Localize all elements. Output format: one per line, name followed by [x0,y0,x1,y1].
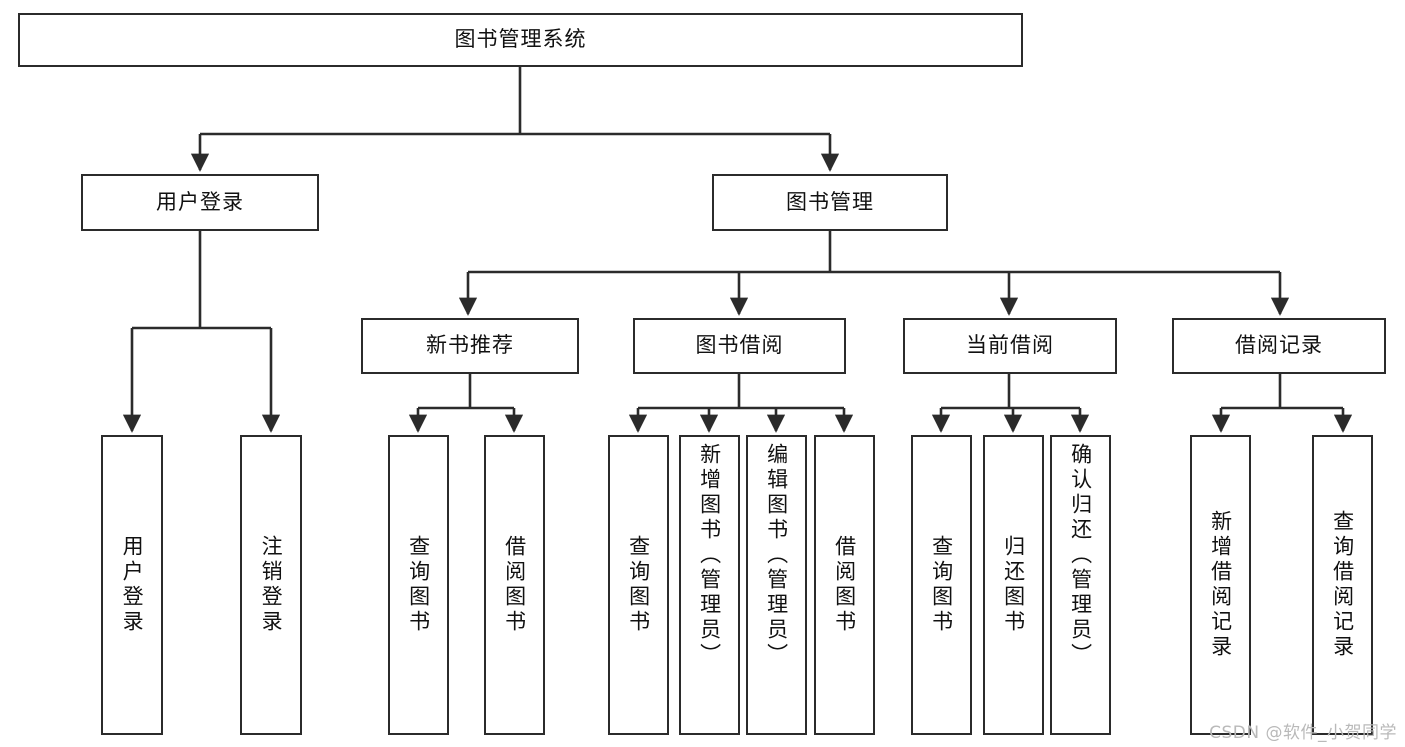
node-book-management[interactable]: 图书管理 [712,174,948,231]
node-current-borrow[interactable]: 当前借阅 [903,318,1117,374]
node-leaf-query-book-3[interactable]: 查询图书 [911,435,972,735]
node-leaf-query-book-2[interactable]: 查询图书 [608,435,669,735]
node-leaf-borrow-book-1[interactable]: 借阅图书 [484,435,545,735]
node-leaf-return-book[interactable]: 归还图书 [983,435,1044,735]
node-book-borrow[interactable]: 图书借阅 [633,318,846,374]
node-user-login[interactable]: 用户登录 [81,174,319,231]
node-leaf-borrow-book-2[interactable]: 借阅图书 [814,435,875,735]
node-borrow-record[interactable]: 借阅记录 [1172,318,1386,374]
node-leaf-logout[interactable]: 注销登录 [240,435,302,735]
node-leaf-add-book-admin[interactable]: 新增图书（管理员） [679,435,740,735]
node-leaf-edit-book-admin[interactable]: 编辑图书（管理员） [746,435,807,735]
node-leaf-query-borrow-record[interactable]: 查询借阅记录 [1312,435,1373,735]
node-leaf-confirm-return-admin[interactable]: 确认归还（管理员） [1050,435,1111,735]
node-leaf-user-login[interactable]: 用户登录 [101,435,163,735]
node-leaf-add-borrow-record[interactable]: 新增借阅记录 [1190,435,1251,735]
node-root[interactable]: 图书管理系统 [18,13,1023,67]
node-new-book-recommend[interactable]: 新书推荐 [361,318,579,374]
node-leaf-query-book-1[interactable]: 查询图书 [388,435,449,735]
